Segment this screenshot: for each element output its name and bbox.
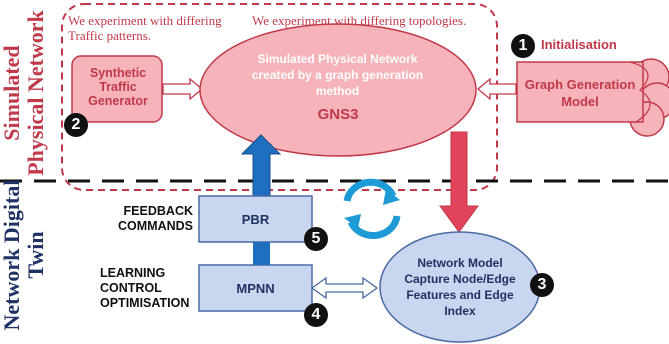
step-3-badge: 3 bbox=[530, 273, 554, 297]
simulated-side-label-line1: Simulated bbox=[0, 45, 24, 141]
network-to-model-arrow bbox=[439, 131, 479, 233]
initialisation-label: Initialisation bbox=[541, 37, 617, 52]
traffic-generator-box bbox=[71, 55, 163, 123]
simulated-network-label: Simulated Physical Network created by a … bbox=[251, 52, 424, 98]
learning-line1: LEARNING bbox=[100, 266, 166, 280]
gns3-label: GNS3 bbox=[317, 105, 359, 123]
twin-side-label-line1: Network Digital bbox=[0, 179, 24, 331]
simulated-network-ellipse bbox=[199, 23, 477, 157]
twin-side-label: Network Digital Twin bbox=[0, 175, 50, 335]
simulated-region-border bbox=[61, 3, 498, 191]
learning-line3: OPTIMISATION bbox=[100, 296, 190, 310]
feedback-line2: COMMANDS bbox=[118, 219, 193, 233]
step-2-badge: 2 bbox=[64, 113, 88, 137]
graph-model-to-network-arrow bbox=[476, 77, 517, 101]
traffic-generator-label: Synthetic Traffic Generator bbox=[88, 66, 148, 108]
topologies-note: We experiment with differing topologies. bbox=[252, 13, 467, 28]
step-1-badge: 1 bbox=[511, 34, 535, 58]
simulated-side-label: Simulated Physical Network bbox=[0, 3, 50, 183]
traffic-to-network-arrow bbox=[162, 77, 204, 101]
learning-control-label: LEARNING CONTROL OPTIMISATION bbox=[100, 266, 220, 311]
feedback-line1: FEEDBACK bbox=[123, 204, 193, 218]
mpnn-to-pbr-connector bbox=[253, 242, 270, 265]
step-5-badge: 5 bbox=[304, 227, 328, 251]
graph-generation-label: Graph Generation Model bbox=[524, 77, 636, 109]
twin-side-label-line2: Twin bbox=[23, 231, 48, 279]
pbr-label: PBR bbox=[241, 211, 270, 227]
traffic-patterns-note: We experiment with differing Traffic pat… bbox=[68, 13, 222, 43]
learning-line2: CONTROL bbox=[100, 281, 162, 295]
pbr-to-network-arrow bbox=[240, 134, 282, 197]
graph-generation-shape bbox=[516, 58, 669, 137]
refresh-cycle-icon bbox=[343, 178, 401, 240]
network-model-label: Network Model Capture Node/Edge Features… bbox=[404, 256, 516, 318]
mpnn-label: MPNN bbox=[236, 280, 275, 296]
mpnn-model-double-arrow bbox=[310, 276, 379, 300]
step-4-badge: 4 bbox=[304, 303, 328, 327]
mpnn-box bbox=[198, 264, 313, 312]
simulated-side-label-line2: Physical Network bbox=[23, 10, 48, 176]
feedback-commands-label: FEEDBACK COMMANDS bbox=[97, 204, 193, 234]
